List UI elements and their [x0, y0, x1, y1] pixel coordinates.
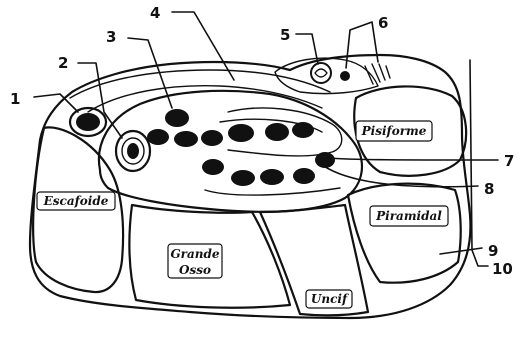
leader-9: [440, 248, 482, 254]
synovial-sheath: [205, 188, 340, 195]
ulnar-artery: [311, 63, 331, 83]
flexor-tendon: [147, 129, 169, 145]
piramidal-label: Piramidal: [375, 209, 442, 223]
callout-6: 6: [378, 14, 388, 32]
callout-2: 2: [58, 54, 68, 72]
callout-3: 3: [106, 28, 116, 46]
callout-10: 10: [492, 260, 513, 278]
flexor-tendon: [231, 170, 255, 186]
flexor-retinaculum: [70, 70, 330, 98]
fcr-tendon-core: [127, 143, 139, 159]
leader-3: [128, 38, 172, 108]
flexor-tendon: [260, 169, 284, 185]
ulnar-nerve: [340, 71, 350, 81]
pisiforme-label: Pisiforme: [361, 124, 427, 138]
flexor-tendon: [202, 159, 224, 175]
callout-1: 1: [10, 90, 20, 108]
callout-4: 4: [150, 4, 160, 22]
radial-artery-core: [76, 113, 100, 131]
flexor-tendon: [228, 124, 254, 142]
leader-7: [330, 158, 498, 160]
callout-5: 5: [280, 26, 290, 44]
escafoide-label: Escafoide: [43, 194, 109, 208]
callout-7: 7: [504, 152, 514, 170]
flexor-tendon: [265, 123, 289, 141]
flexor-tendon: [201, 130, 223, 146]
grande-osso-label-line1: Grande: [170, 247, 219, 261]
callout-9: 9: [488, 242, 498, 260]
leader-10: [470, 60, 488, 266]
flexor-tendon: [165, 109, 189, 127]
grande-osso-label-line2: Osso: [179, 263, 211, 277]
flexor-tendon: [293, 168, 315, 184]
ulnar-nerve-fibers: [365, 64, 390, 84]
uncif-label: Uncif: [311, 292, 349, 306]
carpal-outer-outline: [30, 55, 470, 318]
flexor-tendon: [174, 131, 198, 147]
callout-8: 8: [484, 180, 494, 198]
bone-piramidal: [348, 184, 461, 283]
